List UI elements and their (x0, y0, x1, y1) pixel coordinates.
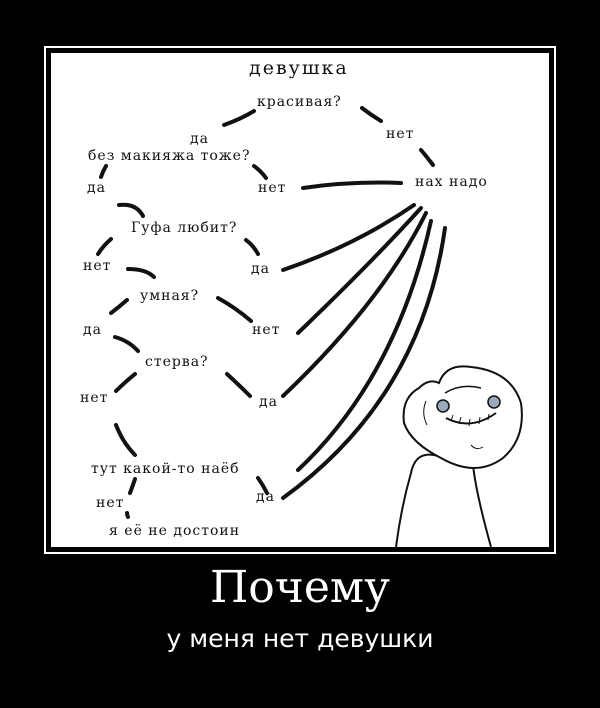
node-loves-goofy: Гуфа любит? (131, 220, 238, 236)
line-yes3-no-thanks (281, 203, 416, 272)
node-not-worthy: я её не достоин (109, 523, 241, 539)
node-no-makeup: без макияжа тоже? (88, 148, 251, 164)
arrow-no5-scam (114, 423, 137, 457)
arrow-scam-yes (256, 476, 269, 495)
node-smart: умная? (140, 288, 200, 304)
arrow-no-no-thanks (419, 148, 435, 167)
diagram-title: девушка (249, 57, 349, 79)
line-scam-no-thanks (296, 219, 433, 472)
node-scam: тут какой-то наёб (91, 461, 240, 477)
node-no-3: нет (83, 258, 112, 274)
node-yes-6: да (256, 489, 275, 505)
arrow-bitch-no (114, 372, 137, 393)
arrow-bitch-yes (225, 372, 252, 398)
node-bitch: стерва? (145, 354, 209, 370)
arrow-yes4-bitch (113, 335, 140, 353)
forever-alone-face-icon (395, 365, 523, 547)
arrow-no2-no-thanks (301, 180, 403, 190)
node-yes-5: да (259, 394, 278, 410)
node-yes-4: да (83, 322, 102, 338)
arrow-smart-no (216, 296, 253, 323)
node-no-2: нет (258, 180, 287, 196)
node-no-thanks: нах надо (415, 174, 488, 190)
arrow-yes2-goofy (117, 202, 145, 218)
node-beautiful: красивая? (257, 94, 342, 110)
arrow-goofy-no (96, 237, 113, 256)
caption-title: Почему (209, 562, 391, 613)
node-no-6: нет (96, 495, 125, 511)
flowchart-panel: девушка красивая? да нет без макияжа тож… (51, 53, 549, 547)
flowchart-arrows (96, 106, 523, 547)
arrow-smart-yes (109, 298, 129, 315)
arrow-no6-not-worthy (125, 511, 130, 519)
node-no-5: нет (80, 390, 109, 406)
node-yes-1: да (190, 131, 209, 147)
arrow-makeup-no (252, 164, 268, 180)
node-yes-3: да (251, 261, 270, 277)
line-no4-no-thanks (296, 206, 423, 335)
node-yes-2: да (87, 180, 106, 196)
arrow-goofy-yes (244, 238, 260, 256)
arrow-beautiful-no (360, 106, 383, 123)
node-no-4: нет (252, 322, 281, 338)
arrow-no3-smart (126, 267, 156, 279)
line-yes5-no-thanks (281, 211, 428, 398)
poster-frame (44, 46, 556, 554)
arrow-beautiful-yes (222, 109, 256, 127)
line-yes6-no-thanks (281, 226, 447, 500)
arrow-scam-no (128, 477, 137, 495)
caption-subtitle: у меня нет девушки (166, 624, 434, 653)
arrow-makeup-yes (99, 164, 108, 179)
node-no-1: нет (386, 126, 415, 142)
